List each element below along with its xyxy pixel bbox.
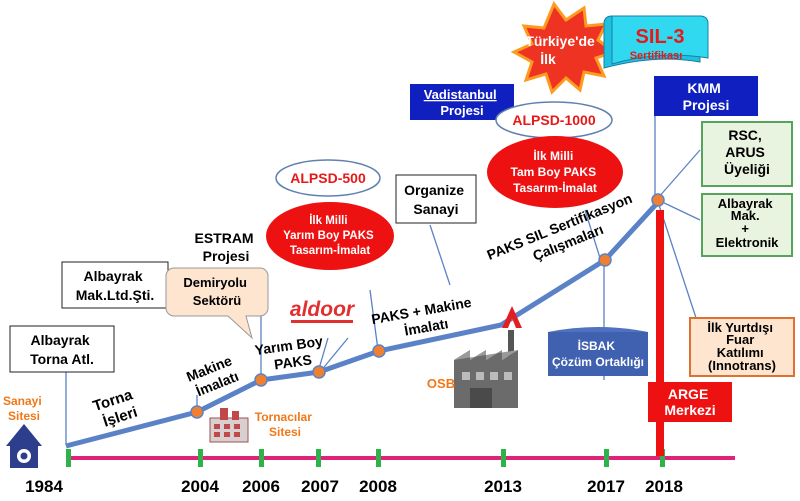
tick-2004 [198, 449, 203, 467]
osb-factory-icon [454, 330, 518, 408]
kmm-text: KMM Projesi [683, 80, 730, 113]
kmm-box [654, 76, 758, 116]
isbak-text: İSBAK Çözüm Ortaklığı [552, 338, 644, 369]
node-2017 [598, 253, 612, 267]
vadistanbul-text: Vadistanbul Projesi [424, 87, 501, 118]
turkiyede-ilk-starburst [510, 0, 618, 95]
tick-2018 [660, 449, 665, 467]
node-2007 [312, 365, 326, 379]
albayrak-torna-text: Albayrak Torna Atl. [30, 332, 94, 367]
alpsd500-oval [275, 159, 381, 197]
tick-2008 [376, 449, 381, 467]
node-2006 [254, 373, 268, 387]
year-2004: 2004 [181, 477, 219, 496]
year-2017: 2017 [587, 477, 625, 496]
tick-2007 [316, 449, 321, 467]
year-1984: 1984 [25, 477, 63, 496]
company-logo-mark [502, 306, 522, 328]
albayrak-elektronik-text: Albayrak Mak. + Elektronik [716, 196, 780, 250]
ilk-milli-tam-text: İlk Milli Tam Boy PAKS Tasarım-İmalat [511, 148, 600, 195]
node-2018 [651, 193, 665, 207]
tick-1984 [66, 449, 71, 467]
sil3-banner [603, 15, 709, 69]
yarim-boy-paks-label: Yarım Boy PAKS [254, 332, 330, 375]
tick-2013 [501, 449, 506, 467]
rsc-arus-text: RSC, ARUS Üyeliği [724, 127, 770, 177]
torna-isleri-label: Torna İşleri [91, 385, 144, 432]
year-2008: 2008 [359, 477, 397, 496]
demiryolu-callout [165, 267, 269, 340]
sanayi-sitesi-label: Sanayi Sitesi [3, 394, 45, 423]
estram-label: ESTRAM Projesi [194, 230, 257, 264]
ilk-yurtdisi-box [689, 317, 795, 377]
arge-vertical-bar [656, 210, 664, 456]
timeline-nodes [190, 193, 665, 419]
sil3-text: SIL-3 [636, 26, 685, 48]
ilk-milli-tam-oval [487, 136, 623, 208]
house-icon [6, 424, 42, 468]
aldoor-logo: aldoor [290, 298, 356, 323]
growth-trend-line [65, 198, 662, 449]
albayrak-mak-text: Albayrak Mak.Ltd.Şti. [76, 268, 155, 303]
demiryolu-text: Demiryolu Sektörü [183, 275, 250, 308]
tick-2017 [604, 449, 609, 467]
alpsd1000-text: ALPSD-1000 [512, 112, 595, 128]
sertifikasi-text: Sertifikası [630, 50, 683, 62]
year-2006: 2006 [242, 477, 280, 496]
organize-sanayi-text: Organize Sanayi [404, 182, 468, 217]
tick-2006 [259, 449, 264, 467]
year-2013: 2013 [484, 477, 522, 496]
turkiyede-ilk-text: Türkiye'de İlk [525, 33, 598, 67]
alpsd500-text: ALPSD-500 [290, 170, 366, 186]
paks-makine-label: PAKS + Makine İmalatı [370, 293, 479, 344]
arge-box [648, 382, 732, 422]
svg-text:aldoor: aldoor [290, 298, 356, 321]
organize-sanayi-box [395, 174, 477, 224]
tornacilar-sitesi-label: Tornacılar Sitesi [255, 410, 315, 439]
connector-lines [65, 90, 701, 445]
vadistanbul-box [410, 84, 514, 120]
year-2018: 2018 [645, 477, 683, 496]
rsc-arus-box [701, 121, 793, 187]
albayrak-torna-box [9, 325, 115, 373]
node-2008 [372, 344, 386, 358]
year-2007: 2007 [301, 477, 339, 496]
albayrak-mak-box [61, 261, 169, 309]
ilk-milli-yarim-text: İlk Milli Yarım Boy PAKS Tasarım-İmalat [283, 214, 377, 257]
albayrak-elektronik-box [701, 193, 793, 257]
factory-icon-tornacilar [209, 408, 249, 443]
ilk-yurtdisi-text: İlk Yurtdışı Fuar Katılımı (Innotrans) [707, 320, 776, 373]
osb-label: OSB [427, 376, 455, 391]
ilk-milli-yarim-oval [266, 202, 394, 270]
timeline-ticks [66, 449, 665, 467]
arge-text: ARGE Merkezi [664, 386, 715, 418]
node-2004 [190, 405, 204, 419]
isbak-box [548, 327, 648, 376]
